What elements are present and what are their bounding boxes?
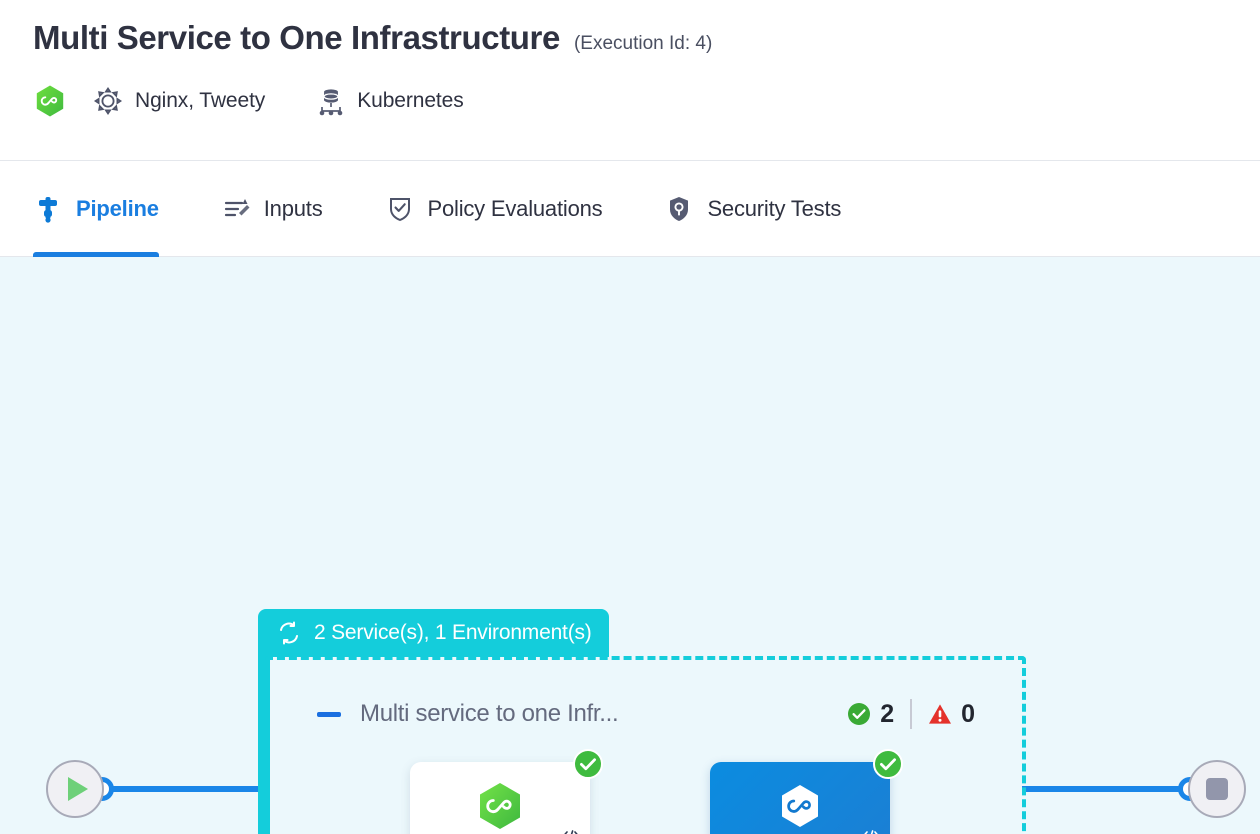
- group-header: Multi service to one Infr... 2: [316, 695, 975, 733]
- tab-policy-evaluations[interactable]: Policy Evaluations: [354, 161, 634, 257]
- tab-pipeline-label: Pipeline: [76, 195, 159, 221]
- tab-inputs[interactable]: Inputs: [190, 161, 354, 257]
- tab-security-tests-label: Security Tests: [707, 195, 842, 221]
- node-tweety-card[interactable]: [710, 749, 903, 834]
- infrastructure-label: Kubernetes: [357, 89, 464, 112]
- node-nginx-card[interactable]: [410, 749, 603, 834]
- pipeline-canvas: 2 Service(s), 1 Environment(s) Multi ser…: [0, 257, 1260, 834]
- success-count: 2: [880, 699, 895, 728]
- check-circle-icon: [873, 749, 903, 779]
- failure-counter: 0: [928, 700, 975, 729]
- success-counter: 2: [847, 700, 894, 729]
- collapse-toggle[interactable]: [316, 701, 342, 727]
- page-header: Multi Service to One Infrastructure (Exe…: [0, 0, 1260, 161]
- connector-line-end: [1022, 786, 1197, 792]
- group-badge[interactable]: 2 Service(s), 1 Environment(s): [258, 609, 609, 657]
- code-brackets-icon[interactable]: [561, 828, 581, 834]
- minus-icon: [317, 711, 341, 717]
- tab-inputs-label: Inputs: [263, 195, 323, 221]
- tab-bar: Pipeline Inputs Polic: [0, 161, 1260, 257]
- tab-security-tests[interactable]: Security Tests: [633, 161, 872, 257]
- pipeline-icon: [33, 194, 63, 224]
- connector-line-start: [100, 786, 268, 792]
- policy-shield-check-icon: [385, 194, 415, 224]
- group-title: Multi service to one Infr...: [360, 700, 619, 727]
- code-brackets-icon[interactable]: [861, 828, 881, 834]
- hexagon-infinity-logo: [33, 84, 67, 118]
- title-row: Multi Service to One Infrastructure (Exe…: [33, 18, 1260, 58]
- execution-id: (Execution Id: 4): [573, 33, 713, 54]
- check-circle-icon: [573, 749, 603, 779]
- end-node[interactable]: [1188, 760, 1246, 818]
- inputs-icon: [221, 194, 251, 224]
- tab-pipeline[interactable]: Pipeline: [33, 161, 190, 257]
- security-shield-icon: [664, 194, 694, 224]
- check-circle-icon: [847, 702, 871, 726]
- page-title: Multi Service to One Infrastructure: [33, 19, 560, 56]
- loop-repeat-icon: [276, 620, 302, 646]
- group-badge-label: 2 Service(s), 1 Environment(s): [314, 621, 592, 644]
- hexagon-infinity-logo: [474, 780, 526, 832]
- group-container: [265, 656, 1026, 834]
- play-icon: [68, 777, 88, 801]
- node-tweety[interactable]: (Tweety, {"__uuid":...: [710, 749, 903, 834]
- start-node[interactable]: [46, 760, 104, 818]
- node-nginx[interactable]: (Nginx): Multi service to one...: [410, 749, 603, 834]
- hexagon-infinity-logo: [774, 780, 826, 832]
- services-label: Nginx, Tweety: [135, 89, 266, 112]
- status-counters: 2 0: [847, 699, 975, 729]
- kubernetes-node-icon: [317, 86, 345, 116]
- stop-icon: [1206, 778, 1228, 800]
- failure-count: 0: [961, 699, 975, 728]
- meta-row: Nginx, Tweety Kubern: [33, 84, 1260, 118]
- tab-policy-evaluations-label: Policy Evaluations: [427, 195, 603, 221]
- warning-triangle-icon: [928, 702, 952, 726]
- gear-icon: [93, 86, 123, 116]
- counter-divider: [910, 699, 913, 729]
